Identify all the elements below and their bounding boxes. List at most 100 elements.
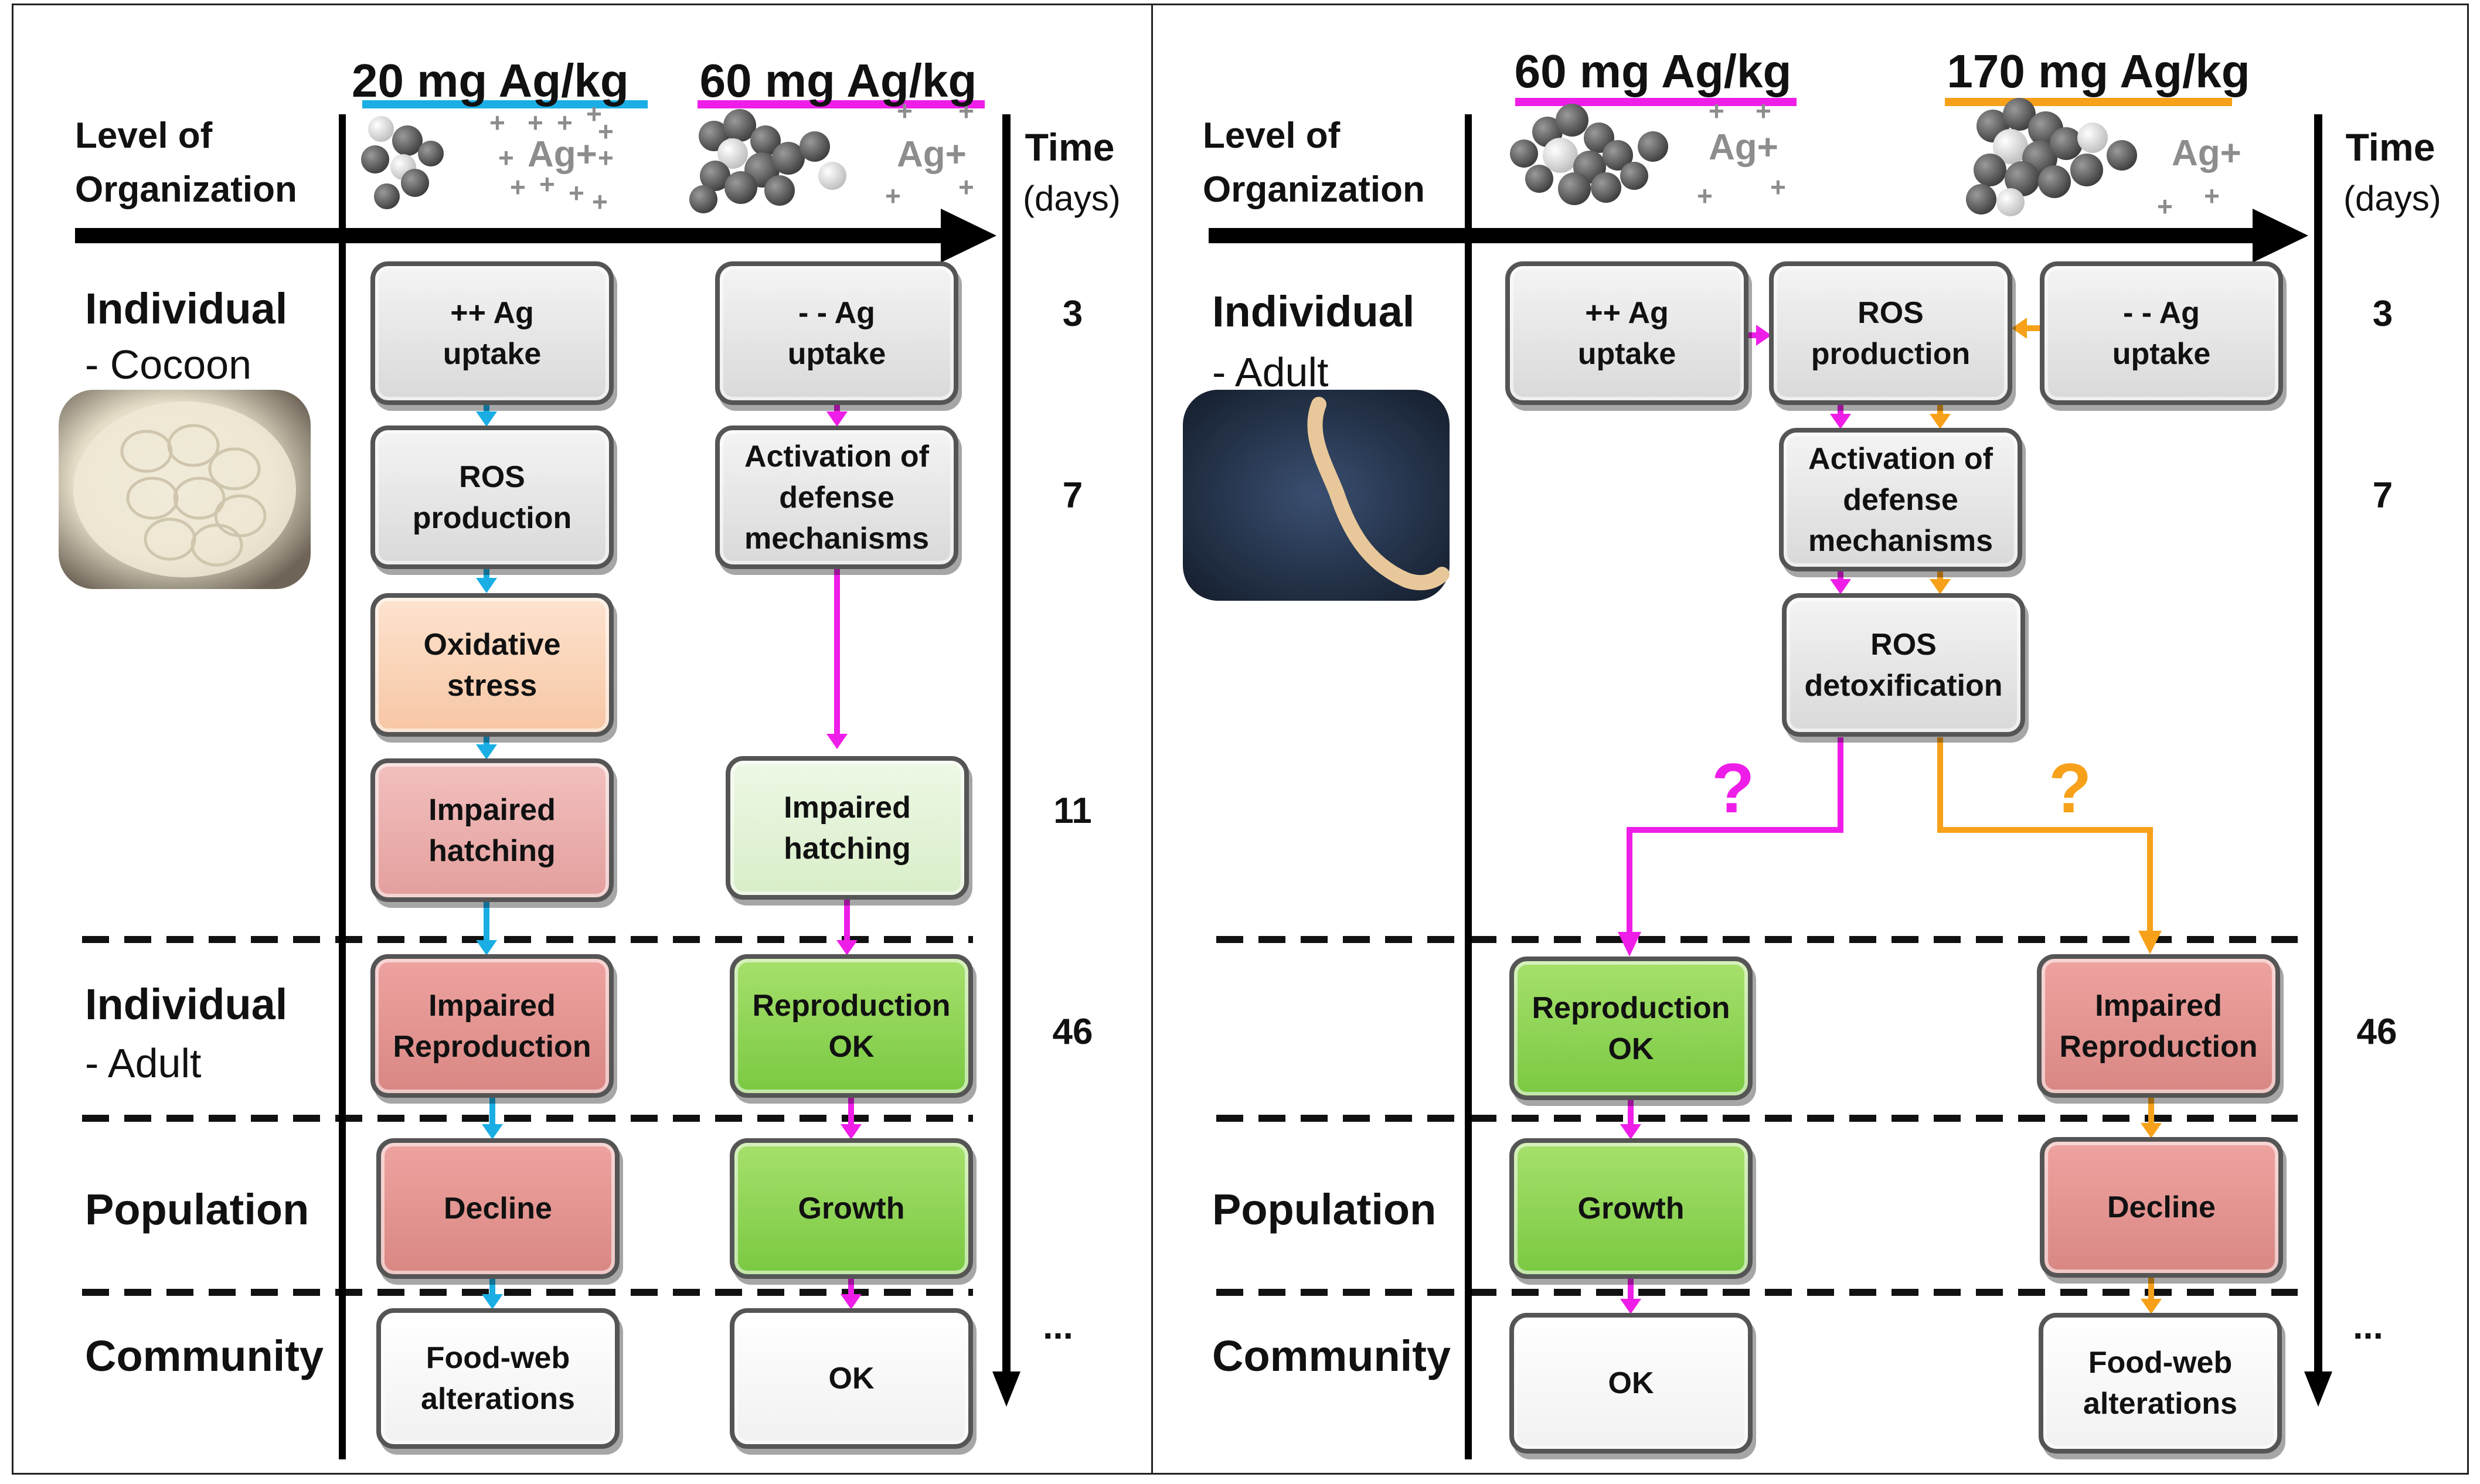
silver-nanoparticle	[418, 141, 444, 166]
flow-arrowhead	[836, 940, 858, 955]
ion-plus-sign: +	[2204, 181, 2220, 211]
worm-photo-frame	[1183, 390, 1450, 601]
flow-arrowhead	[826, 411, 848, 427]
ion-plus-sign: +	[557, 107, 573, 138]
worm-photo	[1183, 390, 1450, 601]
earthworm	[1307, 397, 1450, 591]
ion-plus-sign: +	[958, 96, 974, 126]
ion-plus-sign: +	[1709, 96, 1724, 126]
flow-arrowhead	[1830, 414, 1851, 429]
silver-nanoparticle	[368, 116, 394, 142]
level-community: Community	[85, 1332, 324, 1380]
day-label: 7	[1062, 475, 1083, 516]
dose-label-20: 20 mg Ag/kg	[352, 55, 629, 107]
cocoon-cell	[173, 476, 226, 520]
box-ok: OK	[1509, 1313, 1753, 1454]
day-label: ...	[1043, 1306, 1073, 1347]
flow-arrowhead	[476, 411, 497, 427]
ion-plus-sign: +	[885, 181, 901, 211]
ion-plus-sign: +	[598, 116, 614, 147]
silver-nanoparticle	[392, 125, 423, 156]
ion-plus-sign: +	[1770, 172, 1786, 202]
organization-axis-arrowhead	[941, 209, 996, 263]
cocoon-cell	[126, 476, 179, 520]
cocoon-body	[73, 401, 296, 577]
cocoon-cell	[167, 424, 220, 467]
day-label: 46	[1052, 1012, 1093, 1052]
ion-plus-sign: +	[897, 96, 913, 126]
silver-nanoparticle	[1510, 139, 1538, 168]
axis-title-line2: Organization	[1203, 169, 1425, 210]
silver-nanoparticle	[717, 138, 748, 169]
level-adult: - Adult	[1212, 349, 1329, 395]
flow-arrowhead	[476, 940, 497, 955]
silver-nanoparticle	[723, 109, 756, 142]
ion-plus-sign: +	[592, 186, 608, 217]
flow-arrowhead	[841, 1124, 862, 1139]
silver-nanoparticle	[772, 142, 805, 175]
silver-nanoparticle	[1620, 162, 1648, 190]
ion-plus-sign: +	[498, 142, 514, 173]
dose-label-170: 170 mg Ag/kg	[1947, 45, 2250, 97]
flow-arrowhead	[841, 1294, 862, 1309]
flow-arrowhead	[1930, 579, 1951, 594]
flow-arrowhead	[482, 1124, 503, 1139]
day-label: 7	[2372, 475, 2393, 516]
question-mark: ?	[1712, 749, 1755, 828]
ion-plus-sign: +	[2157, 191, 2173, 222]
silver-nanoparticle	[2005, 161, 2040, 196]
ag-ion-label: Ag+	[528, 134, 597, 175]
ion-plus-sign: +	[1697, 181, 1713, 211]
ion-plus-sign: +	[569, 178, 584, 208]
silver-nanoparticle	[2050, 127, 2083, 160]
question-mark: ?	[2049, 749, 2092, 828]
box-growth: Growth	[1509, 1138, 1753, 1279]
flow-arrowhead	[482, 1294, 503, 1309]
box-growth: Growth	[730, 1138, 973, 1279]
ion-plus-sign: +	[586, 98, 602, 129]
box-decline: Decline	[376, 1138, 620, 1279]
level-population: Population	[85, 1185, 309, 1234]
silver-nanoparticle	[1996, 188, 2025, 216]
axis-title-line1: Level of	[75, 115, 213, 156]
ag-ion-label: Ag+	[897, 134, 967, 175]
silver-nanoparticle	[700, 161, 730, 191]
day-label: 11	[1053, 791, 1092, 831]
silver-nanoparticle	[361, 145, 389, 173]
silver-nanoparticle	[1525, 165, 1553, 193]
time-axis-unit: (days)	[1023, 179, 1121, 218]
flow-arrowhead	[2141, 1299, 2162, 1314]
level-cocoon: - Cocoon	[85, 342, 252, 387]
flow-arrowhead	[1830, 579, 1851, 594]
level-individual: Individual	[85, 284, 288, 333]
axis-title-line1: Level of	[1203, 115, 1341, 156]
ion-plus-sign: +	[510, 172, 526, 202]
silver-nanoparticle	[401, 169, 429, 197]
flow-arrowhead	[2138, 931, 2162, 954]
ion-plus-sign: +	[958, 172, 974, 202]
day-label: 46	[2356, 1012, 2397, 1052]
time-axis-title: Time	[2345, 125, 2435, 169]
silver-nanoparticle	[1543, 138, 1578, 173]
time-axis-arrowhead	[2304, 1371, 2332, 1407]
dose-label-60: 60 mg Ag/kg	[1514, 45, 1792, 97]
silver-nanoparticle	[689, 185, 717, 213]
time-axis-unit: (days)	[2343, 179, 2441, 218]
box-decline: Decline	[2040, 1137, 2283, 1278]
ag-ion-label: Ag+	[2172, 133, 2241, 173]
flow-arrowhead	[2012, 318, 2027, 339]
axis-title-line2: Organization	[75, 169, 297, 210]
silver-nanoparticle	[2070, 154, 2103, 186]
